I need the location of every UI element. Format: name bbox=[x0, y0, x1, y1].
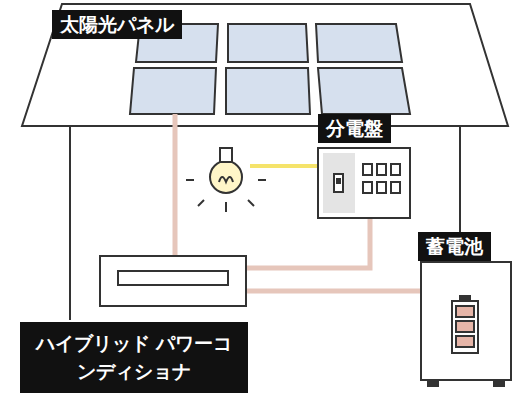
battery-unit bbox=[421, 262, 511, 386]
label-text: 分電盤 bbox=[326, 116, 383, 141]
battery-label: 蓄電池 bbox=[418, 232, 491, 261]
conditioner-label: ハイブリッド パワーコンディショナ bbox=[20, 322, 248, 393]
distribution-board bbox=[318, 148, 410, 218]
power-conditioner bbox=[100, 256, 246, 306]
wall bbox=[69, 126, 71, 320]
label-text: 蓄電池 bbox=[426, 234, 483, 259]
breakers bbox=[363, 164, 400, 193]
wall bbox=[459, 126, 461, 232]
roof bbox=[22, 4, 508, 126]
panel-label: 太陽光パネル bbox=[52, 10, 182, 39]
board-label: 分電盤 bbox=[318, 114, 391, 143]
label-text: ハイブリッド パワーコンディショナ bbox=[30, 330, 238, 385]
light-bulb bbox=[186, 148, 266, 212]
label-text: 太陽光パネル bbox=[60, 12, 174, 37]
light-wire bbox=[250, 164, 318, 168]
